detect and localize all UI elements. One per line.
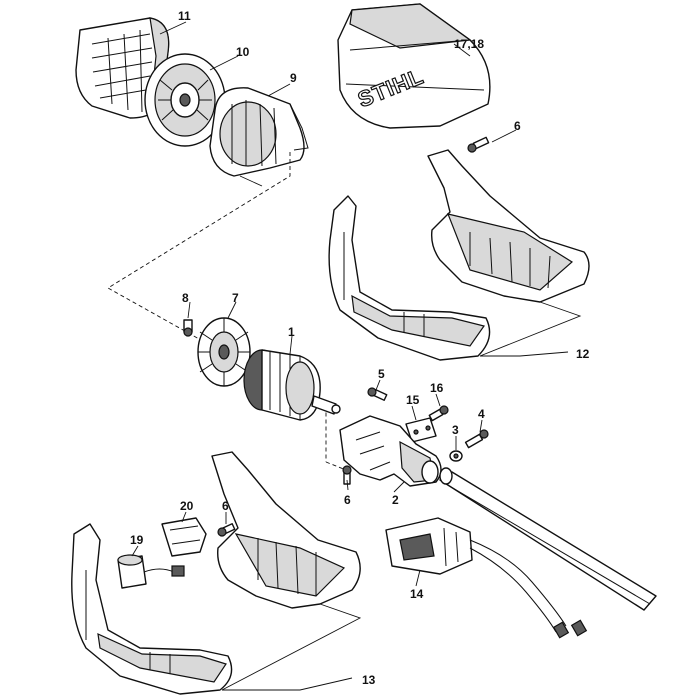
callout-3: 3 xyxy=(452,423,459,437)
part-16-screw xyxy=(428,405,449,422)
callout-17-18: 17,18 xyxy=(454,37,484,51)
part-7-fan-wheel xyxy=(197,317,251,387)
part-17-18-top-cover: STIHL xyxy=(337,3,491,129)
callout-14: 14 xyxy=(410,587,424,601)
callout-5: 5 xyxy=(378,367,385,381)
callout-9: 9 xyxy=(290,71,297,85)
callout-15: 15 xyxy=(406,393,420,407)
part-13-bracket xyxy=(221,603,362,691)
callout-8: 8 xyxy=(182,291,189,305)
callout-20: 20 xyxy=(180,499,194,513)
callout-leaders xyxy=(131,21,517,587)
callout-19: 19 xyxy=(130,533,144,547)
part-3-washer xyxy=(449,450,463,462)
callout-6-lower: 6 xyxy=(222,499,229,513)
callout-2: 2 xyxy=(392,493,399,507)
drive-shaft-tube xyxy=(439,467,657,611)
part-6-screw-upper xyxy=(467,136,490,153)
part-13-housing-shell-lower xyxy=(71,451,361,695)
callout-11: 11 xyxy=(178,9,191,23)
callout-12: 12 xyxy=(576,347,590,361)
part-15-plate xyxy=(405,417,437,443)
part-4-screw xyxy=(464,429,489,449)
callout-6-upper: 6 xyxy=(514,119,521,133)
part-10-impeller xyxy=(144,53,226,147)
callout-10: 10 xyxy=(236,45,250,59)
callout-6-middle: 6 xyxy=(344,493,351,507)
callout-labels: 11 10 9 17,18 6 8 7 1 12 5 16 15 4 3 2 6… xyxy=(130,9,590,687)
part-5-screw xyxy=(367,387,388,401)
part-19-socket xyxy=(117,554,185,589)
part-12-bracket xyxy=(479,301,582,357)
callout-4: 4 xyxy=(478,407,485,421)
callout-7: 7 xyxy=(232,291,239,305)
callout-16: 16 xyxy=(430,381,444,395)
callout-13: 13 xyxy=(362,673,376,687)
part-12-housing-shell-upper xyxy=(328,149,590,361)
part-2-gear-housing xyxy=(339,415,442,487)
part-14-switch xyxy=(385,517,588,639)
assembly-dashed-line-upper xyxy=(107,152,327,462)
part-6-screw-lower xyxy=(217,523,236,537)
part-9-fan-housing xyxy=(209,87,309,187)
part-8-screw xyxy=(183,319,193,337)
part-20-clip xyxy=(161,517,207,557)
part-1-motor xyxy=(243,349,341,421)
callout-1: 1 xyxy=(288,325,295,339)
